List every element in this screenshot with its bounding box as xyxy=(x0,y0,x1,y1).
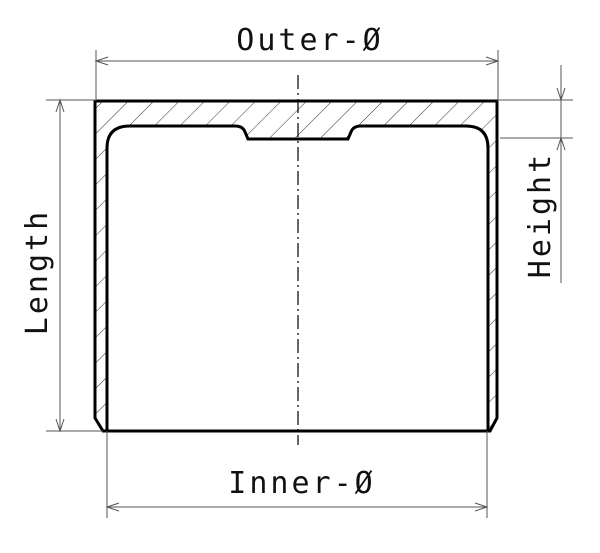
height-dimension xyxy=(498,65,573,283)
height-label: Height xyxy=(523,152,558,278)
inner-outline xyxy=(105,124,490,431)
outer-diameter-label: Outer-Ø xyxy=(236,23,383,58)
outer-outline xyxy=(93,99,499,433)
wall-section-hatch xyxy=(95,101,497,431)
length-dimension xyxy=(46,98,103,433)
outer-diameter-dimension xyxy=(94,50,500,101)
inner-diameter-dimension xyxy=(105,431,489,518)
length-label: Length xyxy=(20,209,55,335)
inner-diameter-label: Inner-Ø xyxy=(228,466,375,501)
